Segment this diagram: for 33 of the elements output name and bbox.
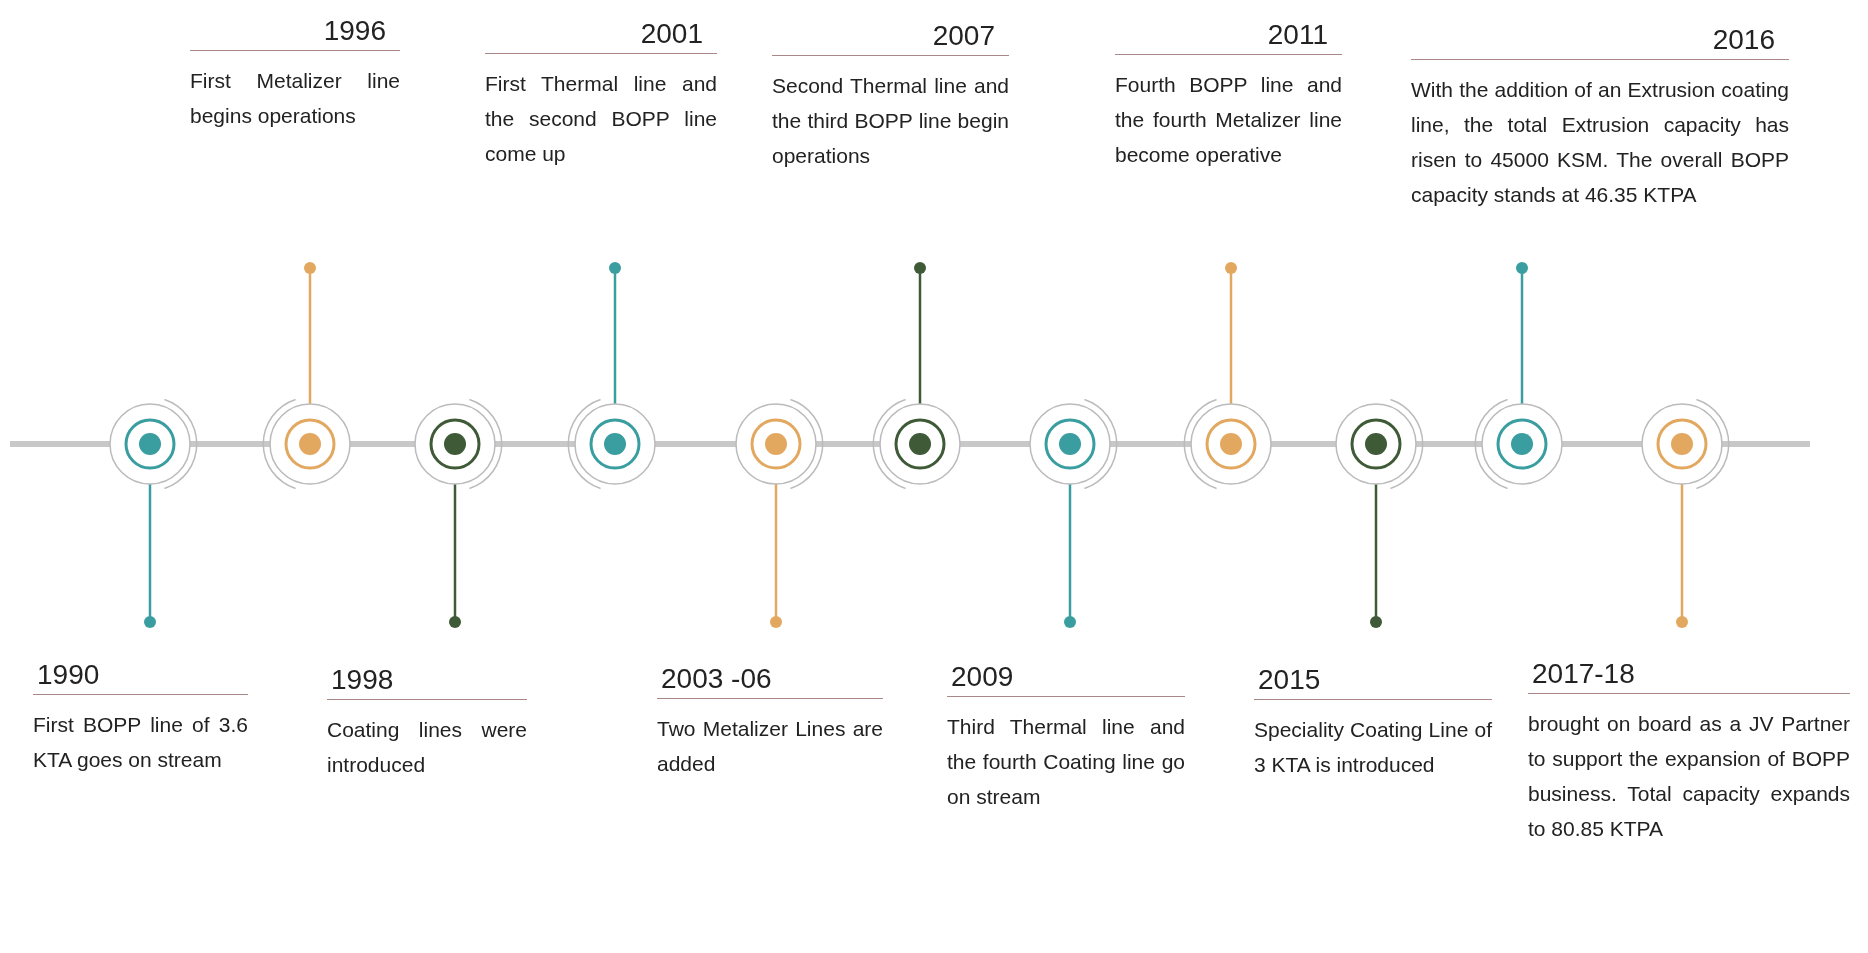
event-description: First Metalizer line begins operations bbox=[190, 68, 400, 129]
event-description: Coating lines were introduced bbox=[327, 717, 527, 778]
connector-stem bbox=[1516, 262, 1528, 404]
connector-stem bbox=[1370, 484, 1382, 628]
year-label: 1996 bbox=[190, 11, 400, 51]
event-description: Speciality Coating Line of 3 KTA is introduced bbox=[1254, 717, 1492, 778]
year-label: 1990 bbox=[33, 655, 248, 695]
event-description: First BOPP line of 3.6 KTA goes on stream bbox=[33, 712, 248, 773]
year-label: 2003 -06 bbox=[657, 659, 883, 699]
event-description: First Thermal line and the second BOPP line come up bbox=[485, 71, 717, 167]
connector-stem bbox=[1225, 262, 1237, 404]
year-label: 2016 bbox=[1411, 20, 1789, 60]
event-description: With the addition of an Extrusion coating line, the total Extrusion capacity has risen to 45000 KSM. The overall BOPP capacity stands at 46.35 KTPA bbox=[1411, 77, 1789, 208]
year-label: 2017-18 bbox=[1528, 654, 1850, 694]
connector-stem bbox=[1676, 484, 1688, 628]
connector-stem bbox=[449, 484, 461, 628]
year-label: 2009 bbox=[947, 657, 1185, 697]
connector-stem bbox=[609, 262, 621, 404]
year-label: 2015 bbox=[1254, 660, 1492, 700]
connector-stem bbox=[1064, 484, 1076, 628]
event-description: brought on board as a JV Partner to support the expansion of BOPP business. Total capacity expands to 80.85 KTPA bbox=[1528, 711, 1850, 842]
year-label: 2001 bbox=[485, 14, 717, 54]
event-description: Two Metalizer Lines are added bbox=[657, 716, 883, 777]
connector-stem bbox=[144, 484, 156, 628]
connector-stem bbox=[770, 484, 782, 628]
event-description: Third Thermal line and the fourth Coating line go on stream bbox=[947, 714, 1185, 810]
year-label: 2011 bbox=[1115, 15, 1342, 55]
event-description: Second Thermal line and the third BOPP line begin operations bbox=[772, 73, 1009, 169]
connector-stem bbox=[304, 262, 316, 404]
year-label: 2007 bbox=[772, 16, 1009, 56]
event-description: Fourth BOPP line and the fourth Metalizer line become operative bbox=[1115, 72, 1342, 168]
year-label: 1998 bbox=[327, 660, 527, 700]
connector-stem bbox=[914, 262, 926, 404]
